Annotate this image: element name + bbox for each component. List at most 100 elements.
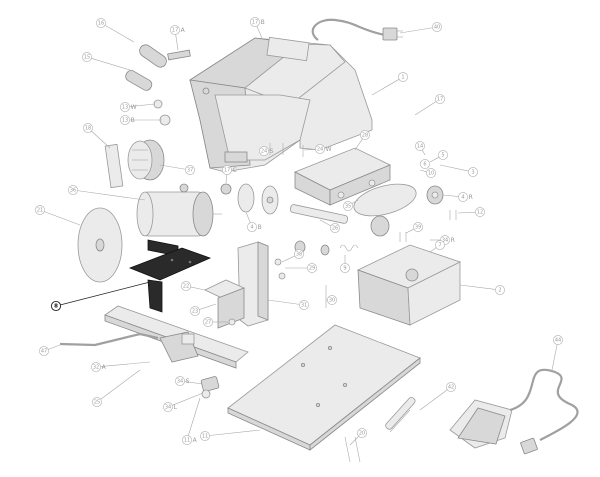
callout-number: 37	[187, 167, 193, 173]
callout-circle	[432, 22, 442, 32]
callout-c18: 18	[83, 123, 111, 149]
callout-number: 7	[438, 242, 441, 248]
callout-leader-line	[419, 169, 427, 173]
motor	[136, 183, 222, 237]
callout-number: 42	[448, 384, 454, 390]
callout-circle	[435, 94, 445, 104]
callout-circle	[415, 141, 425, 151]
callout-circle	[357, 428, 367, 438]
callout-circle	[83, 123, 93, 133]
callout-leader-line	[91, 130, 111, 149]
callout-c17: 17	[414, 94, 445, 116]
callout-circle	[50, 300, 62, 312]
callout-number: 47	[41, 348, 47, 354]
slide-rail	[59, 305, 249, 369]
callout-leader-line	[129, 103, 156, 107]
pulley-4r	[426, 185, 444, 205]
callout-suffix: B	[261, 19, 265, 26]
callout-circle	[426, 168, 436, 178]
callout-number: 4	[250, 224, 253, 230]
callout-circle	[120, 115, 130, 125]
callout-leader-line	[419, 389, 448, 411]
callout-c20: 20	[349, 428, 367, 446]
vertical-label	[104, 143, 124, 189]
callout-c31: 31	[267, 299, 309, 310]
callout-number: 14	[417, 143, 423, 149]
callout-circle	[175, 376, 185, 386]
callout-number: 36	[70, 187, 76, 193]
callout-suffix: W	[326, 146, 332, 153]
callout-number: 13	[122, 117, 128, 123]
callout-leader-line	[439, 164, 469, 172]
callout-suffix: S	[186, 378, 190, 385]
callout-circle	[458, 192, 468, 202]
callout-number: 23	[192, 308, 198, 314]
callout-leader-line	[421, 149, 426, 156]
callout-suffix: C	[233, 167, 237, 174]
upper-bracket	[294, 147, 391, 206]
callout-leader-line	[429, 247, 437, 253]
callout-circle	[438, 150, 448, 160]
callout-number: 17	[437, 96, 443, 102]
callout-c37: 37	[159, 164, 195, 175]
callout-leader-line	[551, 344, 558, 371]
callout-circle	[250, 17, 260, 27]
callout-leader-line	[100, 369, 141, 400]
callout-circle	[39, 346, 49, 356]
callout-number: 18	[85, 125, 91, 131]
callout-number: 34	[165, 404, 171, 410]
callout-leader-line	[104, 25, 135, 43]
callout-leader-line	[414, 101, 437, 116]
callout-leader-line	[44, 211, 81, 226]
callout-number: 31	[301, 302, 307, 308]
callout-leader-line	[175, 34, 179, 51]
callout-leader-line	[188, 397, 201, 436]
callout-number: 5	[441, 152, 444, 158]
callout-leader-line	[429, 156, 440, 163]
callout-number: 9	[343, 265, 346, 271]
callout-leader-line	[442, 194, 459, 197]
callout-leader-line	[303, 148, 316, 151]
callout-leader-line	[77, 190, 146, 201]
callout-c36: 36	[68, 185, 146, 201]
motor-housing	[188, 36, 373, 173]
callout-leader-line	[349, 436, 359, 446]
callout-circle	[435, 240, 445, 250]
callout-circle	[92, 397, 102, 407]
clamp-assembly	[204, 258, 286, 329]
callout-number: 3	[471, 169, 474, 175]
callout-number: 17	[252, 19, 258, 25]
callout-circle	[413, 222, 423, 232]
callout-circle	[185, 165, 195, 175]
callout-leader-line	[281, 255, 295, 263]
callout-suffix: S	[270, 148, 274, 155]
callout-leader-line	[159, 164, 186, 170]
callout-number: 17	[224, 167, 230, 173]
callout-circle	[299, 300, 309, 310]
callout-number: 35	[345, 203, 351, 209]
callout-leader-line	[190, 286, 206, 291]
callout-circle	[120, 102, 130, 112]
callout-circle	[360, 130, 370, 140]
callout-leader-line	[267, 299, 300, 305]
callout-c16: 16	[96, 18, 135, 43]
callout-circle	[190, 306, 200, 316]
callout-suffix: R	[451, 237, 455, 244]
wheel-guard	[356, 244, 462, 326]
callout-c14: 14	[415, 141, 426, 156]
callout-leader-line	[199, 303, 217, 310]
callout-number: 38	[296, 251, 302, 257]
callout-number: 34	[442, 237, 448, 243]
callout-leader-line	[371, 79, 400, 96]
callout-c35: 35	[343, 199, 359, 211]
callout-circle	[475, 207, 485, 217]
power-cord	[311, 18, 403, 41]
callout-c25: 25	[92, 369, 141, 407]
callout-c15: 15	[82, 52, 131, 71]
callout-circle	[91, 362, 101, 372]
